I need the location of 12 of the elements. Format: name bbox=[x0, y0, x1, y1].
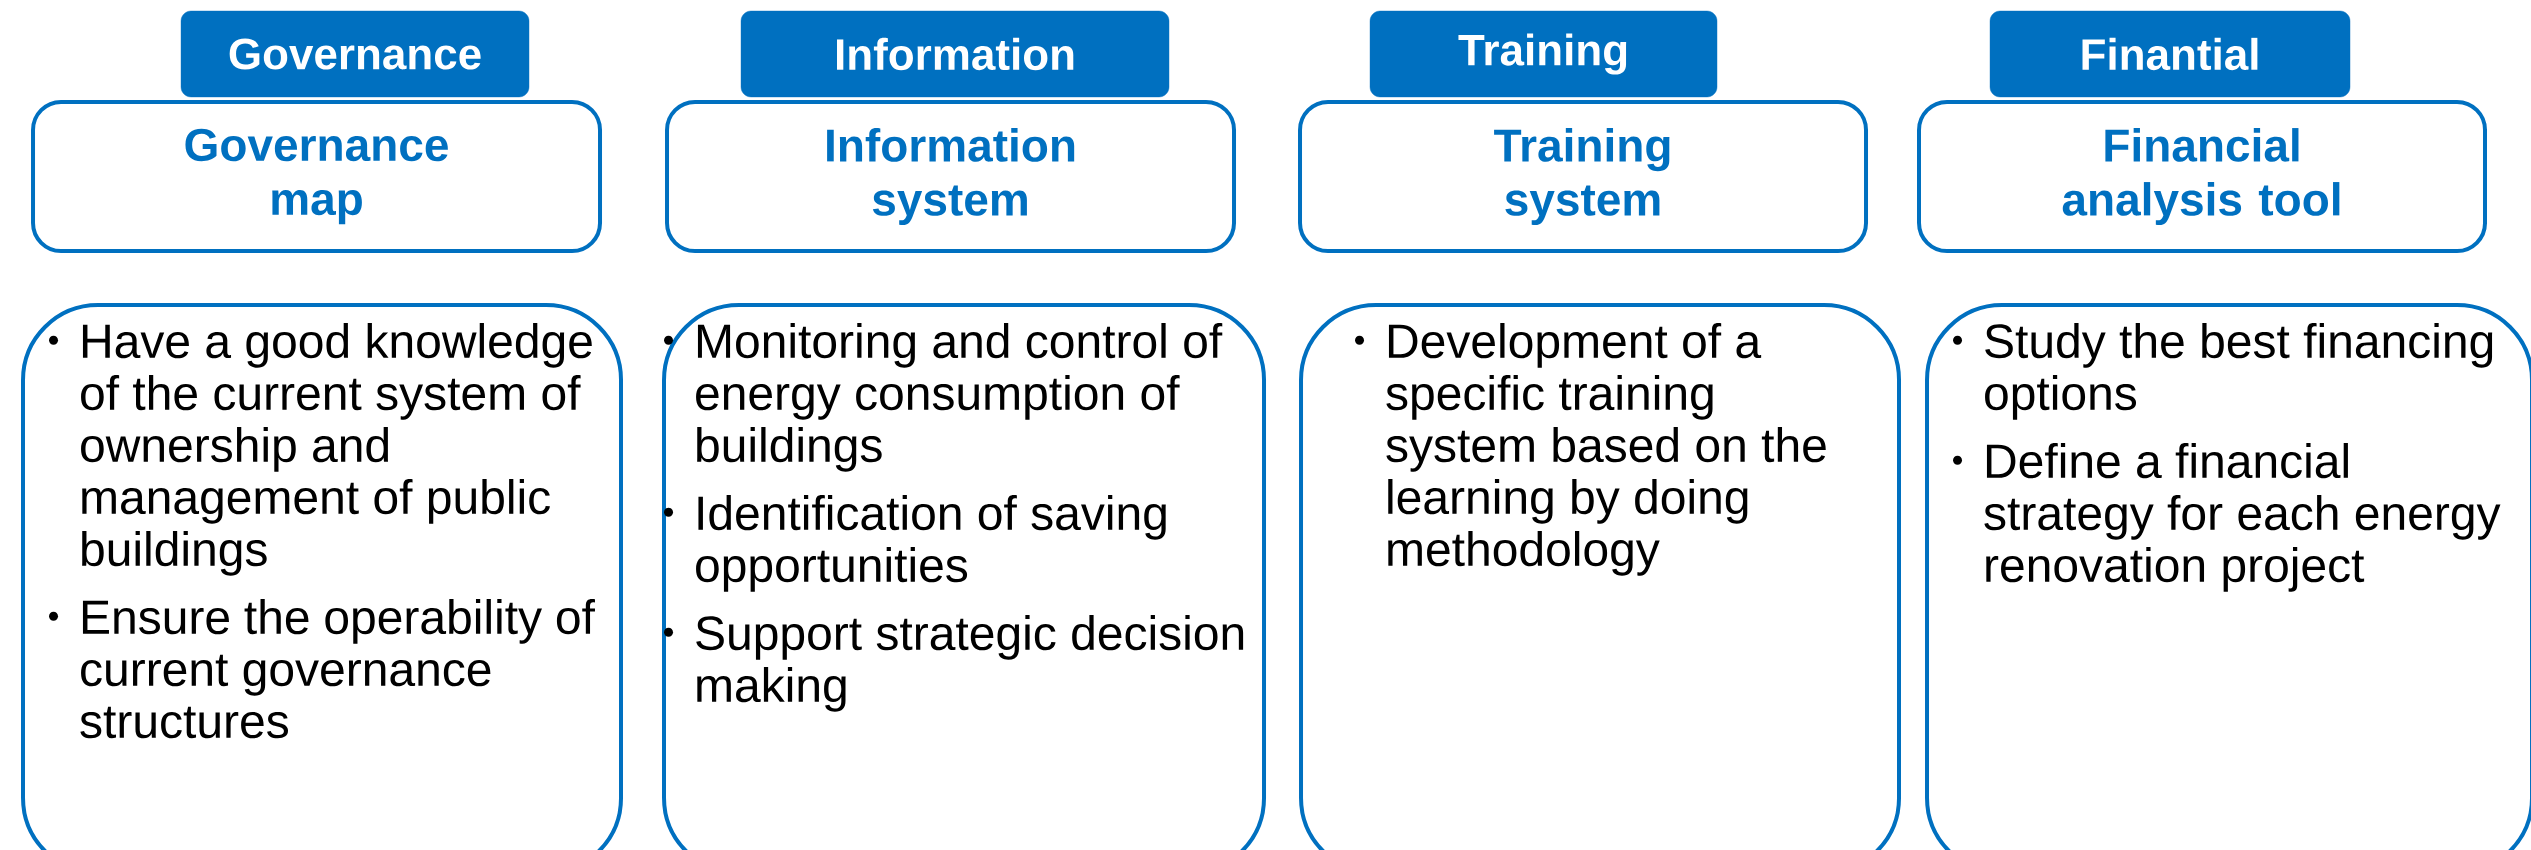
description-box: Monitoring and control of energy consumption of buildings Identification of saving opportunities Support strategic decision making bbox=[662, 303, 1266, 850]
title-box: Information system bbox=[665, 100, 1236, 253]
category-tab: Information bbox=[740, 10, 1170, 98]
description-box: Have a good knowledge of the current system of ownership and management of public buildings Ensure the operability of current governance structures bbox=[21, 303, 623, 850]
description-box: Study the best financing options Define a financial strategy for each energy renovation project bbox=[1925, 303, 2531, 850]
title-box: Financial analysis tool bbox=[1917, 100, 2487, 253]
title-box: Training system bbox=[1298, 100, 1868, 253]
category-tab: Training bbox=[1369, 10, 1718, 98]
category-tab: Governance bbox=[180, 10, 530, 98]
description-box: Development of a specific training system based on the learning by doing methodology bbox=[1299, 303, 1901, 850]
category-tab: Finantial bbox=[1989, 10, 2351, 98]
title-box: Governance map bbox=[31, 100, 602, 253]
